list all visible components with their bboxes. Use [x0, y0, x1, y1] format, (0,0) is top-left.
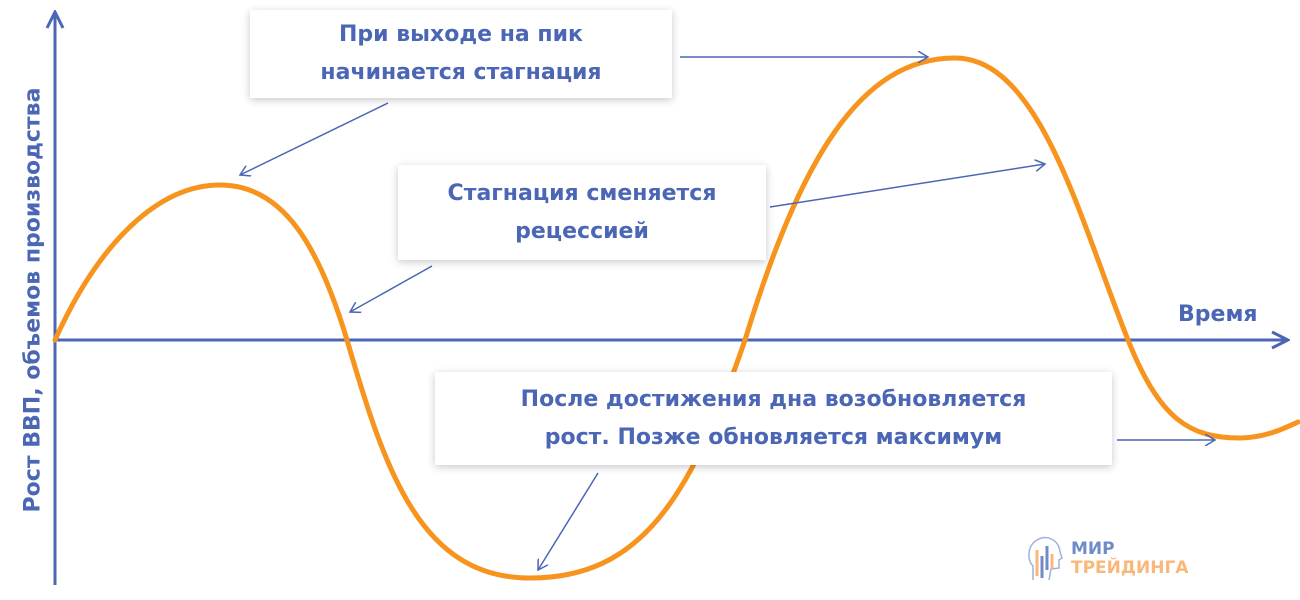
economic-cycle-curve — [52, 55, 1300, 581]
callout-line: рецессией — [515, 218, 649, 244]
logo: МИР ТРЕЙДИНГА — [1025, 536, 1188, 582]
logo-line-2: ТРЕЙДИНГА — [1071, 558, 1189, 578]
callout-recovery: После достижения дна возобновляется рост.… — [435, 372, 1112, 465]
callout-line: Стагнация сменяется — [447, 180, 717, 206]
callout-line: При выходе на пик — [339, 22, 583, 47]
callout-line: рост. Позже обновляется максимум — [544, 424, 1003, 450]
callout-line: После достижения дна возобновляется — [520, 386, 1027, 412]
callout-arrows — [240, 57, 1215, 570]
y-axis-label: Рост ВВП, объемов производства — [20, 87, 46, 513]
arrow-to-second-decline — [769, 164, 1045, 208]
head-chart-icon — [1028, 536, 1063, 581]
arrow-to-trough — [538, 472, 599, 570]
callout-stagnation-recession: Стагнация сменяется рецессией — [398, 165, 766, 260]
callout-line: начинается стагнация — [320, 60, 602, 85]
logo-line-1: МИР — [1071, 539, 1115, 559]
x-axis-label: Время — [1178, 302, 1258, 327]
callout-peak-stagnation: При выходе на пик начинается стагнация — [250, 10, 672, 98]
arrow-to-first-decline — [350, 265, 433, 312]
arrow-to-first-peak — [240, 102, 389, 175]
